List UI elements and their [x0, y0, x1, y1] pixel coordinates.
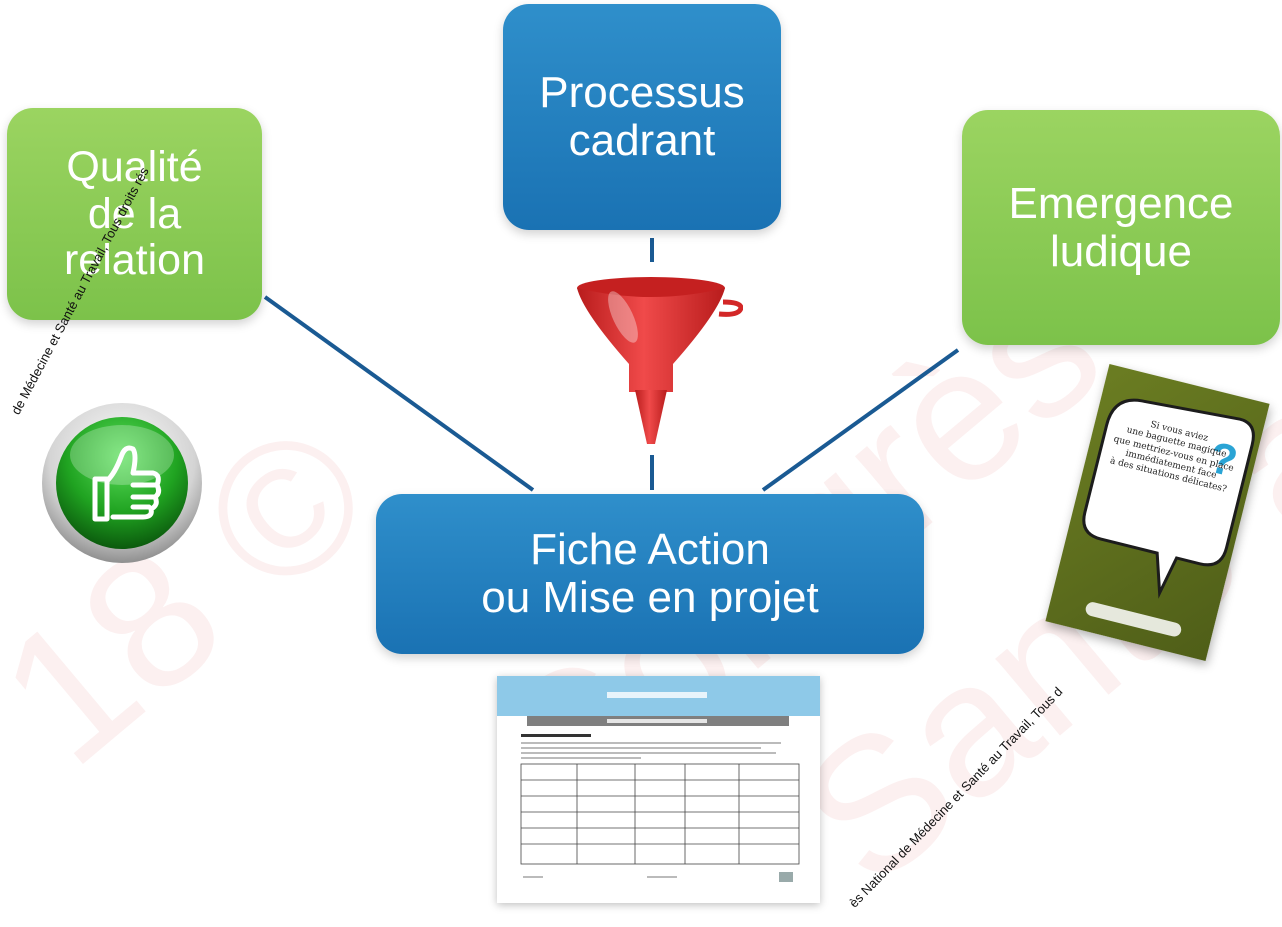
node-qualite-relation: Qualité de la relation — [7, 108, 262, 320]
connector-left — [263, 295, 535, 492]
node-fiche-action: Fiche Action ou Mise en projet — [376, 494, 924, 654]
connector-right — [761, 348, 960, 492]
connector-lines — [263, 238, 960, 492]
node-processus-cadrant: Processus cadrant — [503, 4, 781, 230]
node-emergence-label: Emergence ludique — [1008, 178, 1234, 276]
speech-bubble: ? — [1082, 398, 1255, 637]
question-card: ? Si vous aviez une baguette magique que… — [1045, 363, 1270, 662]
document-thumbnail — [497, 676, 820, 903]
document-sheet — [497, 676, 820, 882]
node-fiche-label: Fiche Action ou Mise en projet — [481, 525, 819, 622]
funnel-icon — [577, 277, 743, 444]
node-processus-label: Processus cadrant — [539, 68, 745, 165]
node-qualite-label: Qualité de la relation — [63, 143, 206, 285]
node-emergence-ludique: Emergence ludique — [962, 110, 1280, 345]
thumbs-up-icon — [42, 403, 202, 563]
